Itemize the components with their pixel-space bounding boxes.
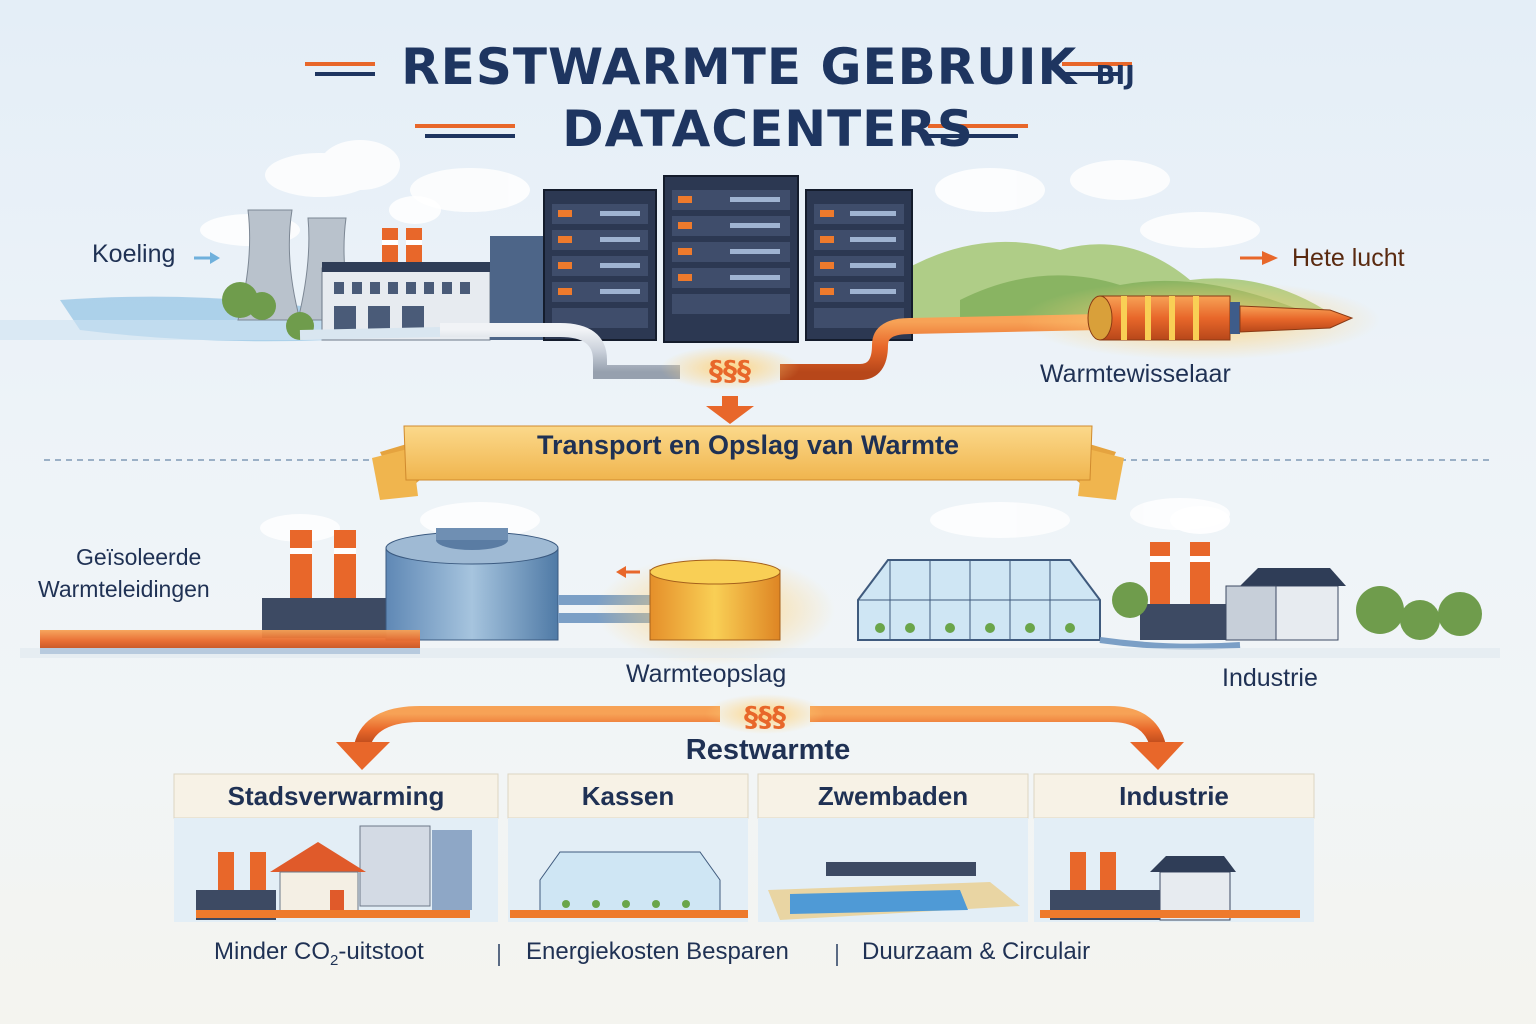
storage-label: Warmteopslag [626, 660, 787, 688]
card-title-stadsverwarming: Stadsverwarming [227, 781, 445, 811]
hot-air-arrow-icon [1262, 251, 1278, 265]
down-arrow-icon [706, 396, 754, 424]
industry-label: Industrie [1222, 664, 1318, 692]
card-title-kassen: Kassen [581, 781, 675, 811]
heat-exchanger-label: Warmtewisselaar [1040, 360, 1231, 388]
title-decoration-lines [305, 62, 1132, 138]
cooling-arrow-icon [210, 252, 220, 264]
page-title-line2: DATACENTERS [562, 100, 974, 158]
svg-text:§§§: §§§ [744, 700, 786, 733]
cooling-label: Koeling [92, 240, 176, 268]
benefit-co2-prefix: Minder CO [214, 938, 331, 965]
transport-banner [372, 425, 1124, 500]
heat-waves-icon: §§§ [709, 354, 751, 387]
pipes-label-line2: Warmteleidingen [38, 576, 210, 602]
title-small-text: BIJ [1095, 61, 1135, 91]
factory-icon [1040, 852, 1300, 921]
server-racks [543, 175, 913, 343]
benefit-co2: Minder CO2-uitstoot [214, 938, 424, 969]
benefit-separator [498, 944, 500, 966]
benefit-cost: Energiekosten Besparen [526, 938, 789, 965]
pipes-label-line1: Geïsoleerde [76, 544, 202, 570]
title-main-text: RESTWARMTE GEBRUIK [401, 38, 1078, 96]
hot-air-label: Hete lucht [1292, 244, 1405, 272]
benefit-sustainable: Duurzaam & Circulair [862, 938, 1091, 965]
benefit-co2-suffix: -uitstoot [338, 938, 424, 965]
middle-scene [20, 506, 1500, 665]
card-title-zwembaden: Zwembaden [817, 781, 969, 811]
page-title-line1: RESTWARMTE GEBRUIK BIJ [0, 38, 1536, 96]
distribution-arrows: §§§ [336, 694, 1184, 770]
card-title-industrie: Industrie [1119, 781, 1229, 811]
restwarmte-label: Restwarmte [685, 734, 851, 766]
benefit-co2-subscript: 2 [330, 951, 339, 969]
city-heating-icon [196, 825, 472, 920]
swimming-pool-icon [768, 862, 1020, 920]
greenhouse-icon [510, 851, 748, 918]
banner-text: Transport en Opslag van Warmte [536, 430, 960, 460]
benefit-separator [836, 944, 838, 966]
heat-exchanger [1020, 280, 1380, 360]
